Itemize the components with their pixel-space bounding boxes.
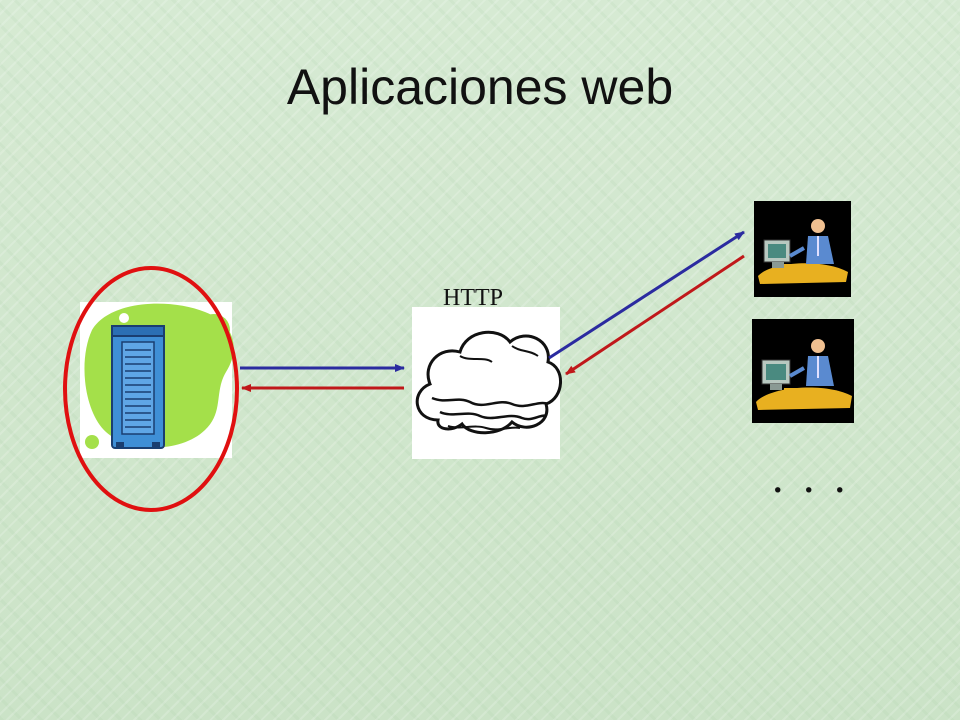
server-highlight-ring: [63, 266, 239, 512]
client-computer-icon: [752, 319, 854, 423]
client-computer-icon: [754, 201, 851, 297]
cloud-icon: [412, 307, 562, 459]
http-label: HTTP: [443, 285, 503, 311]
slide-title: Aplicaciones web: [286, 59, 674, 115]
server-icon: [80, 302, 234, 458]
more-clients-ellipsis: . . .: [772, 451, 850, 502]
request-arrow-cloud-to-client: [548, 230, 745, 360]
response-arrow-client-to-cloud: [565, 254, 745, 376]
